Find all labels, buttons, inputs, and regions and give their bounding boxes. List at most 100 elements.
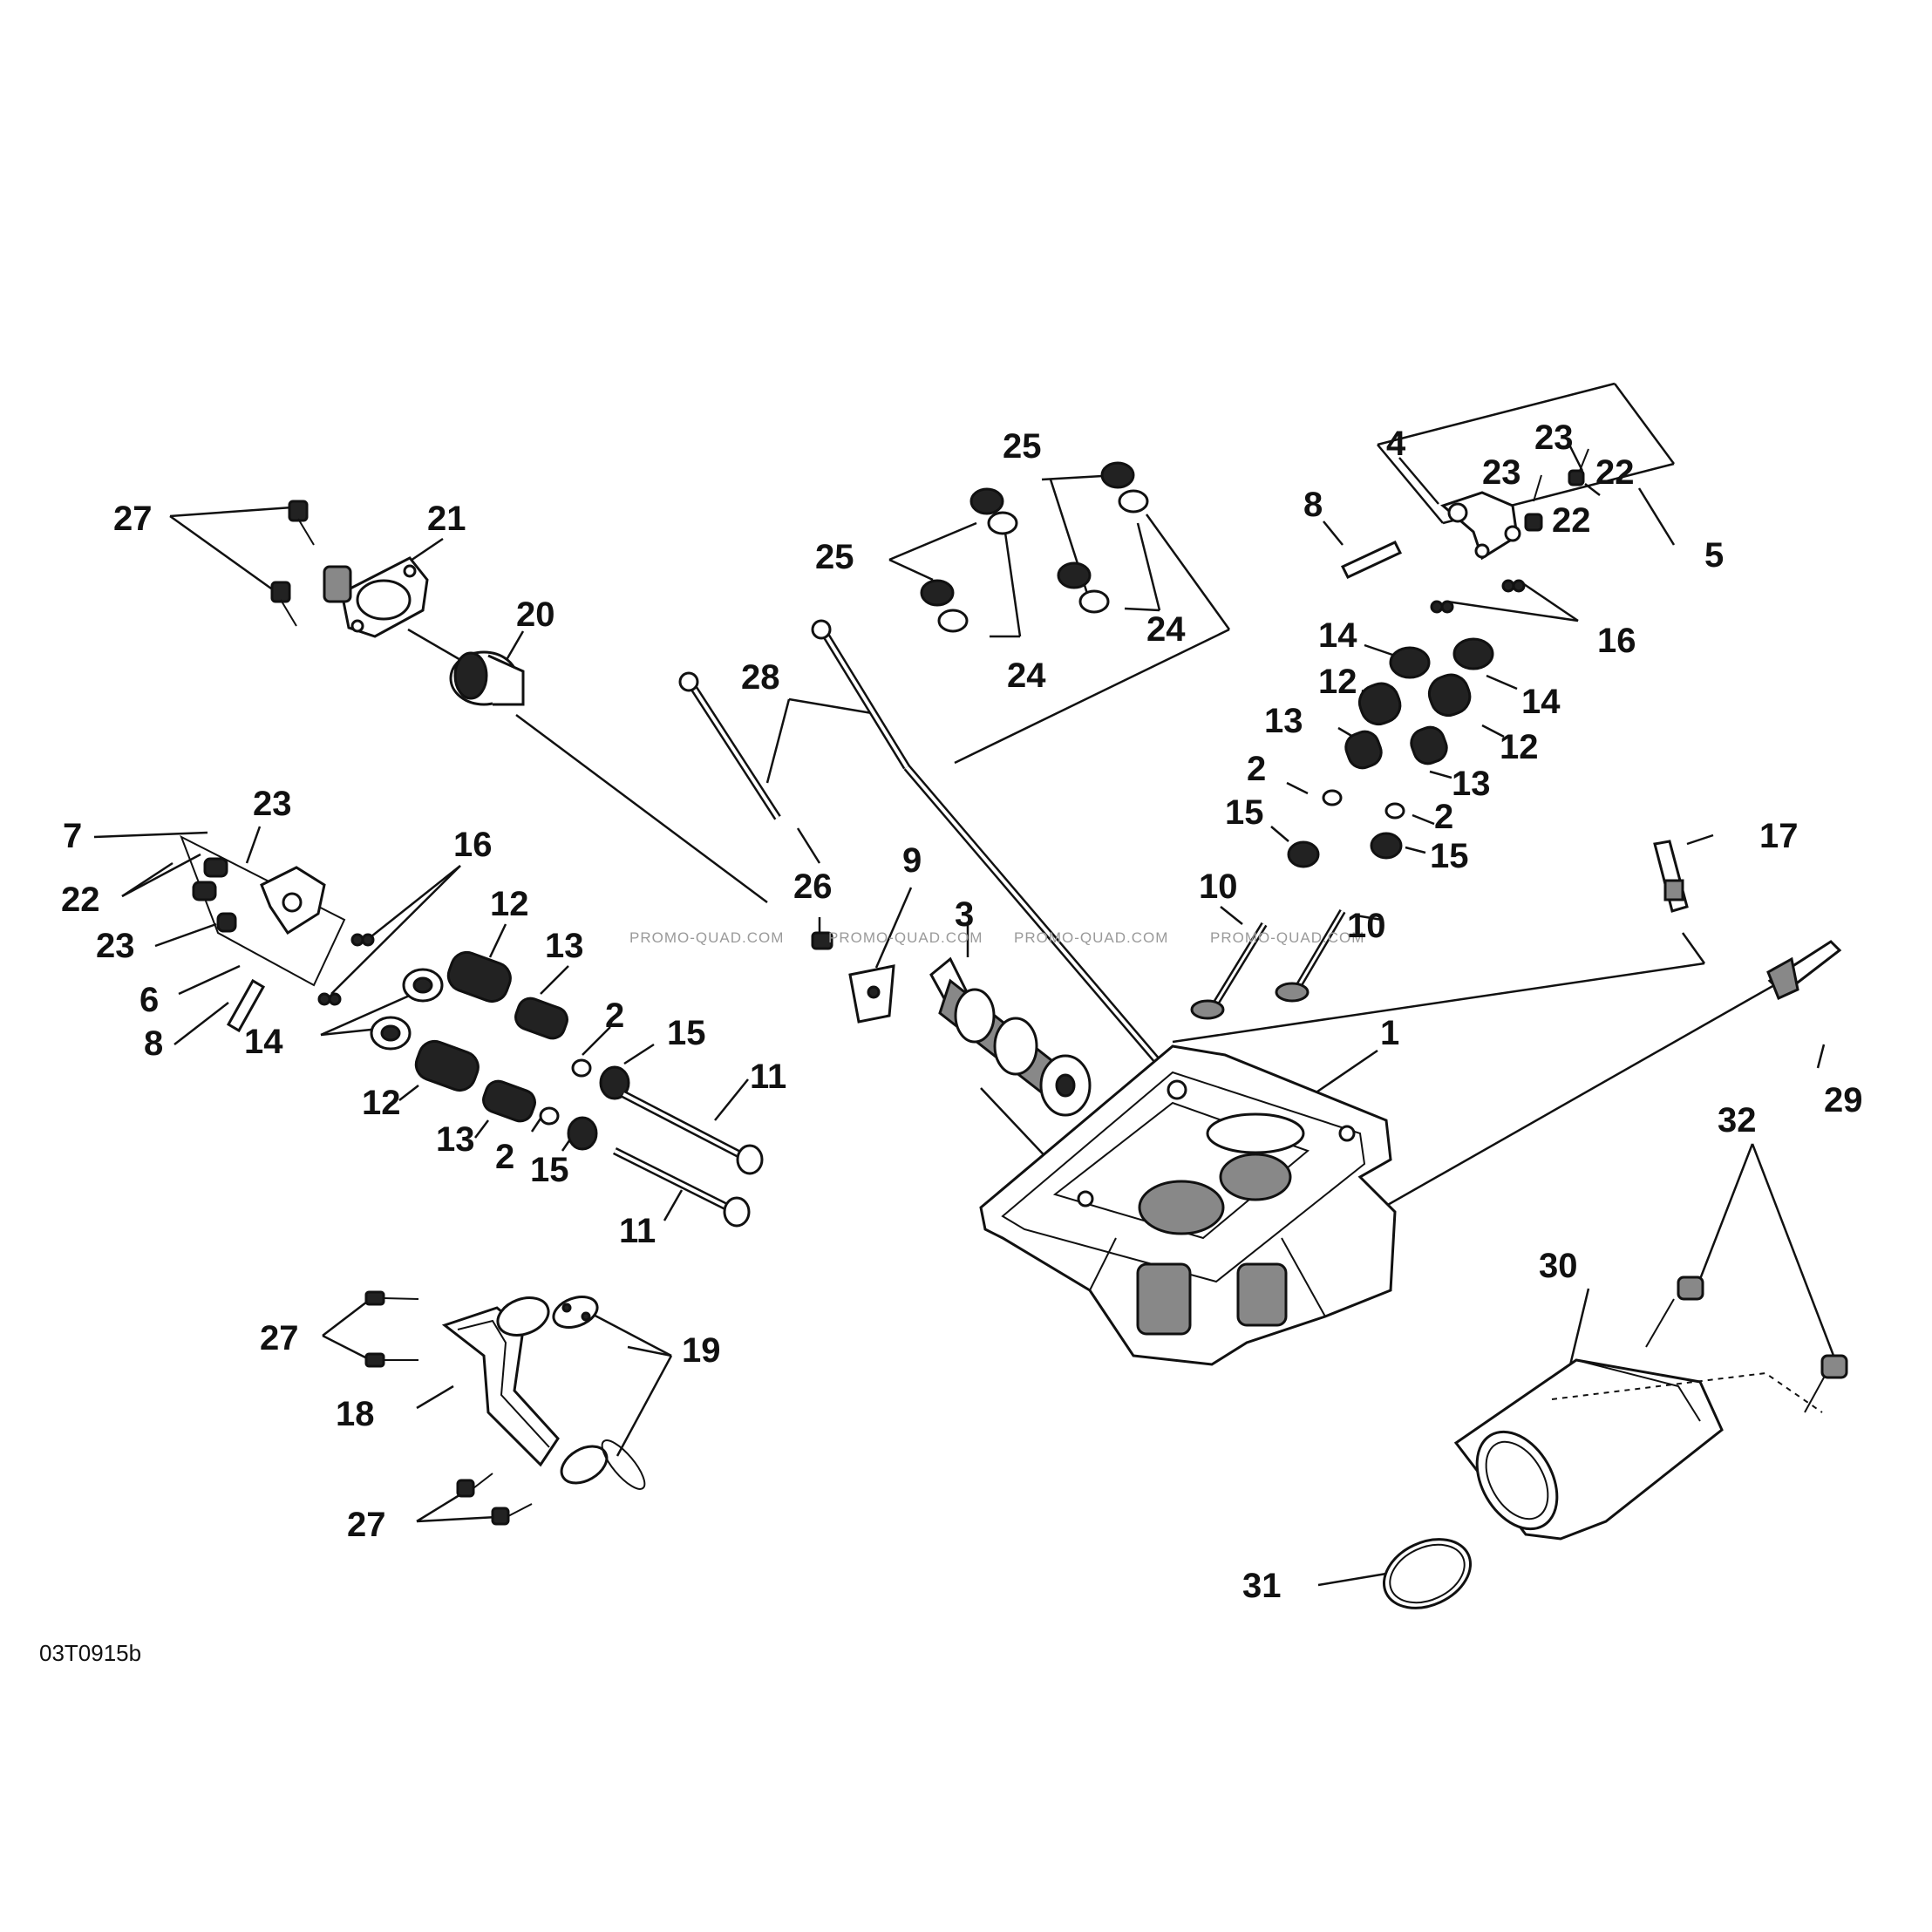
callout: 25: [815, 538, 854, 576]
callout: 28: [741, 658, 780, 697]
part-20-cap: [449, 650, 525, 706]
callout: 23: [96, 927, 135, 965]
part-2-seats-right: [1322, 789, 1405, 820]
watermark: PROMO-QUAD.COM: [1014, 929, 1168, 946]
part-30-intake: [1453, 1358, 1823, 1541]
callout: 14: [1521, 683, 1561, 721]
watermark: PROMO-QUAD.COM: [1210, 929, 1364, 946]
callout: 1: [1380, 1014, 1399, 1052]
callout: 16: [1597, 622, 1636, 660]
part-14-retainers-left: [370, 968, 444, 1051]
callout: 24: [1146, 610, 1186, 649]
callout: 23: [1482, 453, 1521, 492]
watermark: PROMO-QUAD.COM: [828, 929, 983, 946]
bolt-27-bottom: [456, 1473, 533, 1526]
callout: 20: [516, 595, 555, 634]
callout: 13: [545, 927, 584, 965]
callout: 31: [1242, 1567, 1282, 1605]
callout: 2: [1247, 750, 1266, 788]
part-31-oring: [1382, 1538, 1473, 1609]
callout: 13: [1452, 765, 1491, 803]
part-2-seats-left: [539, 1058, 592, 1126]
callout: 11: [750, 1058, 786, 1096]
leader-lines: [93, 382, 1837, 1587]
callout: 27: [113, 500, 153, 538]
callout: 8: [1303, 486, 1323, 524]
bolt-27-mid: [364, 1290, 419, 1368]
callout: 27: [260, 1319, 299, 1357]
callout: 14: [1318, 616, 1357, 655]
callout: 14: [244, 1023, 283, 1061]
callout: 26: [793, 867, 833, 906]
part-10-valves-right: [1190, 908, 1346, 1020]
callout: 15: [1430, 837, 1469, 875]
callout: 10: [1199, 867, 1238, 906]
callout: 11: [619, 1212, 656, 1250]
watermarks: PROMO-QUAD.COM PROMO-QUAD.COM PROMO-QUAD…: [629, 929, 1364, 946]
part-9-plate: [848, 964, 895, 1024]
parts: [180, 448, 1848, 1609]
callout-labels: 1 2 2 2 2 3 4 5 6 7 8 8 9 10 10 11 11 12…: [61, 418, 1863, 1605]
part-17-sensor: [1653, 840, 1689, 913]
callout: 7: [63, 817, 82, 855]
part-7-rocker-left: [180, 834, 346, 987]
callout: 12: [490, 885, 529, 923]
callout: 12: [1318, 663, 1357, 701]
callout: 2: [605, 997, 624, 1035]
figure-code: 03T0915b: [39, 1640, 141, 1666]
callout: 19: [682, 1331, 721, 1370]
part-12-springs-right: [1357, 673, 1472, 726]
part-16-keepers-right: [1430, 579, 1526, 614]
callout: 13: [436, 1120, 475, 1159]
part-1-cylinder-head: [979, 1044, 1397, 1366]
part-4-5-rocker: [1440, 448, 1589, 561]
part-12-springs-left: [414, 950, 512, 1092]
callout: 15: [1225, 793, 1264, 832]
callout: 2: [495, 1138, 514, 1176]
part-25-24-nuts: [920, 461, 1149, 633]
watermark: PROMO-QUAD.COM: [629, 929, 784, 946]
part-8-pin-right: [1340, 541, 1403, 579]
callout: 12: [1500, 728, 1539, 766]
callout: 24: [1007, 656, 1046, 695]
callout: 9: [902, 841, 922, 880]
callout: 23: [1534, 418, 1574, 457]
part-13-springs-right: [1344, 725, 1448, 770]
part-16-keepers-left: [317, 933, 375, 1006]
callout: 15: [667, 1014, 706, 1052]
callout: 4: [1386, 425, 1406, 463]
part-29-plug: [1766, 940, 1842, 1001]
callout: 8: [144, 1024, 163, 1063]
callout: 17: [1759, 817, 1799, 855]
part-28-pushrods: [678, 619, 1189, 1097]
callout: 25: [1003, 427, 1042, 466]
callout: 12: [362, 1084, 401, 1122]
callout: 18: [336, 1395, 375, 1433]
callout: 22: [1595, 453, 1635, 492]
part-18-pipe: [441, 1296, 609, 1485]
part-26-nut: [811, 931, 833, 950]
part-13-springs-left: [482, 997, 568, 1123]
part-3-camshaft: [929, 956, 1092, 1117]
part-15-seals-left: [567, 1065, 630, 1151]
callout: 22: [61, 881, 100, 919]
callout: 5: [1704, 536, 1724, 575]
callout: 6: [139, 981, 159, 1019]
callout: 27: [347, 1506, 386, 1544]
callout: 10: [1347, 907, 1386, 945]
callout: 22: [1552, 501, 1591, 540]
callout: 29: [1824, 1081, 1863, 1119]
part-32-bolts: [1645, 1276, 1848, 1413]
part-14-retainers-right: [1389, 637, 1494, 679]
callout: 13: [1264, 702, 1303, 740]
callout: 23: [253, 785, 292, 823]
bolt-27-top: [270, 500, 315, 627]
part-19-gaskets: [552, 1296, 646, 1490]
callout: 21: [427, 500, 466, 538]
callout: 3: [955, 895, 974, 934]
part-21-flange: [323, 556, 429, 638]
part-8-pin-left: [226, 978, 266, 1033]
part-15-seals-right: [1287, 832, 1403, 868]
callout: 30: [1539, 1247, 1578, 1285]
